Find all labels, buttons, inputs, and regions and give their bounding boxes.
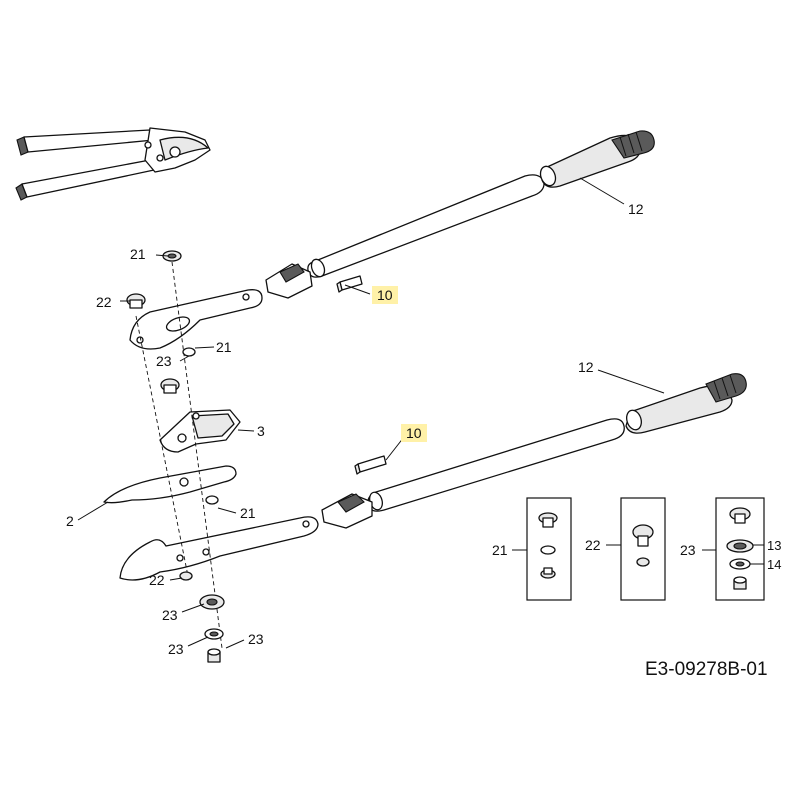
fasteners-stack	[126, 250, 225, 663]
callout-12-mid: 12	[578, 359, 594, 375]
callout-21-a: 21	[130, 246, 146, 262]
detail-box-21-label: 21	[492, 542, 508, 558]
callout-10-top-highlight	[372, 286, 398, 304]
upper-handle-tube	[307, 174, 545, 278]
callout-12-top: 12	[628, 201, 644, 217]
upper-handle-connector	[265, 263, 313, 299]
callout-labels: 12 12 10 10 21 22 21 23 3 2 21 22 23 23 …	[66, 201, 644, 657]
assembly-axis-lines	[135, 261, 223, 649]
lower-insert-part-10	[354, 455, 387, 475]
lower-handle-connector	[321, 493, 373, 529]
callout-22-a: 22	[96, 294, 112, 310]
detail-box-23-sub-14: 14	[767, 557, 781, 572]
drawing-code: E3-09278B-01	[645, 659, 768, 680]
callout-21-c: 21	[240, 505, 256, 521]
detail-box-22: 22	[585, 497, 666, 601]
callout-23-c: 23	[168, 641, 184, 657]
callout-23-d: 23	[248, 631, 264, 647]
callout-10-mid-highlight	[401, 424, 427, 442]
detail-box-22-label: 22	[585, 537, 601, 553]
lower-lever-arm	[119, 516, 319, 581]
upper-grip-part-12	[539, 130, 655, 188]
callout-10-top: 10	[377, 287, 393, 303]
callout-23-a: 23	[156, 353, 172, 369]
callout-3: 3	[257, 423, 265, 439]
detail-box-21: 21	[492, 497, 572, 601]
detail-box-23: 23 13 14	[680, 497, 781, 601]
upper-lever-arm	[129, 289, 263, 350]
callout-21-b: 21	[216, 339, 232, 355]
callout-23-b: 23	[162, 607, 178, 623]
callout-10-mid: 10	[406, 425, 422, 441]
callout-22-b: 22	[149, 572, 165, 588]
callout-2: 2	[66, 513, 74, 529]
detail-box-23-sub-13: 13	[767, 538, 781, 553]
leader-lines	[77, 177, 665, 649]
lower-grip-part-12	[625, 373, 747, 434]
upper-insert-part-10	[336, 275, 363, 293]
assembled-lopper-thumbnail	[15, 127, 211, 201]
hook-blade-part-3	[159, 409, 241, 453]
detail-box-23-label: 23	[680, 542, 696, 558]
